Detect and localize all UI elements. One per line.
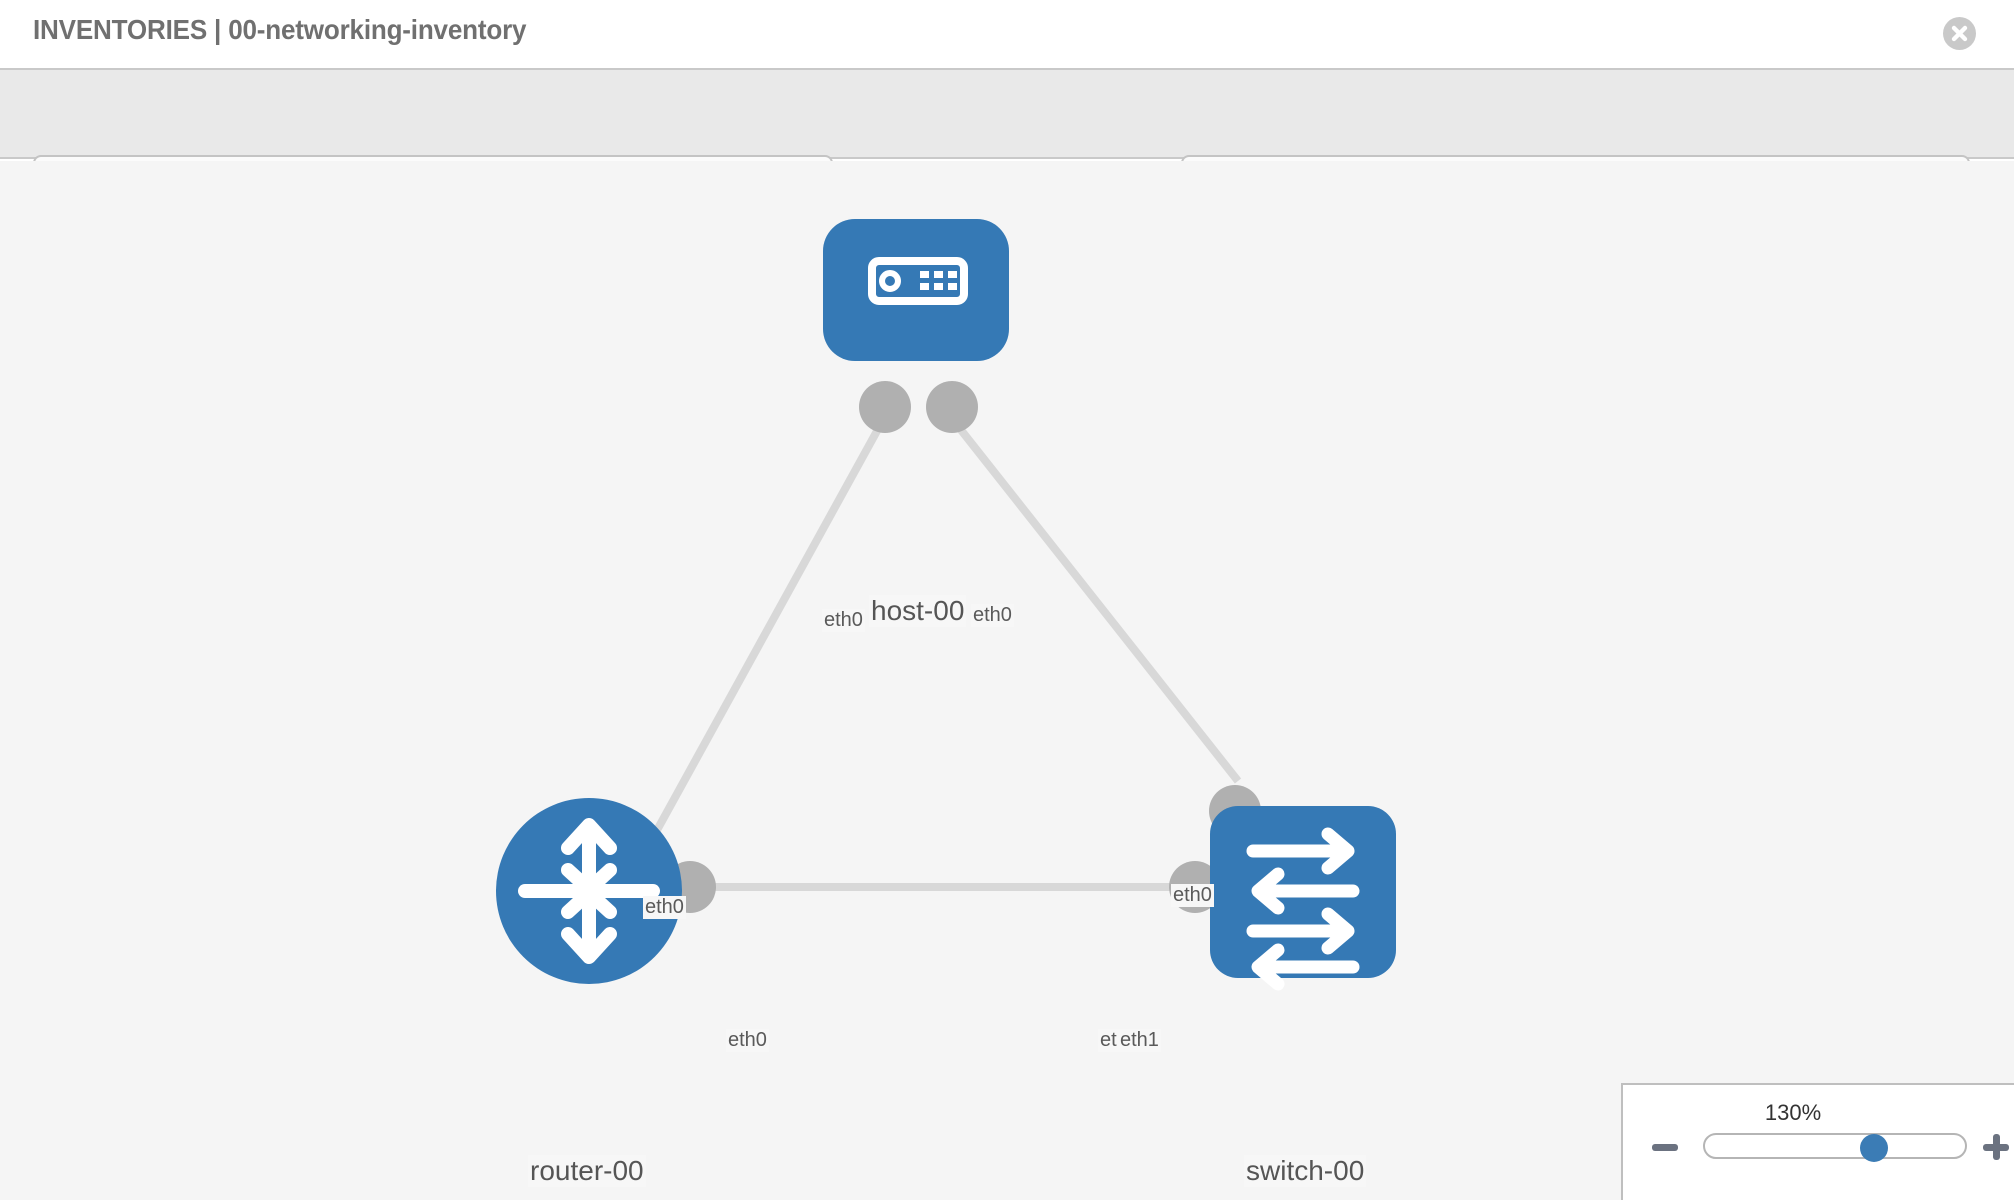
topology-graph bbox=[496, 219, 1396, 991]
interface-label: eth1 bbox=[1118, 1029, 1161, 1052]
interface-label: eth0 bbox=[1171, 884, 1214, 907]
close-icon[interactable] bbox=[1943, 17, 1976, 50]
zoom-slider-thumb[interactable] bbox=[1860, 1134, 1888, 1162]
node-router-00 bbox=[496, 798, 682, 984]
interface-label: eth0 bbox=[822, 609, 865, 632]
port-connector bbox=[859, 381, 911, 433]
zoom-in-button[interactable] bbox=[1983, 1134, 2009, 1160]
interface-label: eth0 bbox=[643, 896, 686, 919]
zoom-out-button[interactable] bbox=[1652, 1144, 1678, 1151]
interface-label: eth0 bbox=[971, 604, 1014, 627]
node-host-00 bbox=[823, 219, 1009, 361]
node-label-switch-00: switch-00 bbox=[1244, 1155, 1367, 1187]
node-switch-00 bbox=[1210, 806, 1396, 991]
zoom-control-panel: 130% bbox=[1621, 1083, 2014, 1200]
topology-canvas[interactable]: eth0 eth0 eth0 eth0 eth0 eth0 eth1 host-… bbox=[0, 161, 2014, 1200]
interface-label: eth0 bbox=[726, 1029, 769, 1052]
link-host00-switch00 bbox=[942, 408, 1242, 784]
toolbar: ACTIONS SEARCH bbox=[0, 68, 2014, 211]
port-connector bbox=[926, 381, 978, 433]
page-title: INVENTORIES | 00-networking-inventory bbox=[33, 14, 527, 45]
zoom-slider-track[interactable] bbox=[1703, 1133, 1967, 1159]
node-label-router-00: router-00 bbox=[528, 1155, 646, 1187]
zoom-percent-label: 130% bbox=[1764, 1100, 1822, 1125]
node-label-host-00: host-00 bbox=[869, 595, 967, 627]
link-host00-router00 bbox=[636, 409, 892, 863]
page-header: INVENTORIES | 00-networking-inventory bbox=[0, 0, 2014, 68]
